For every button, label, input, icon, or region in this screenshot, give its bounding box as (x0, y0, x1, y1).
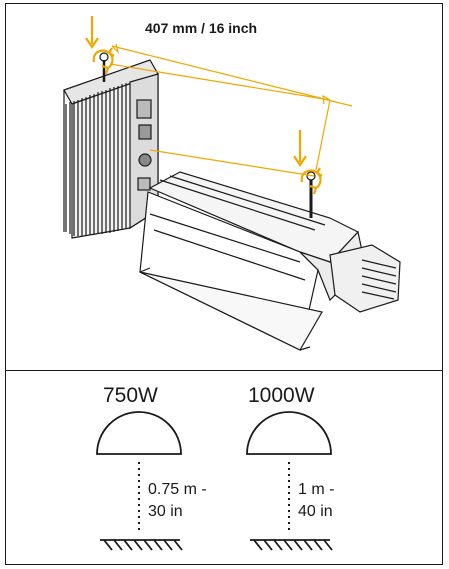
down-arrow-right (293, 130, 307, 167)
floor-hatch-1000 (250, 539, 333, 551)
dimension-label: 407 mm / 16 inch (145, 20, 258, 36)
lift-arrows (85, 16, 323, 195)
wattage-label-750: 750W (103, 384, 158, 407)
panel-divider (5, 370, 443, 371)
rotate-arrow-right (300, 167, 323, 195)
distance-label-1000-line1: 1 m - (298, 481, 335, 498)
rotate-arrow-left (92, 47, 115, 75)
hanger-left (99, 52, 109, 82)
down-arrow-left (85, 16, 99, 49)
floor-hatch-750 (100, 539, 183, 551)
distance-label-1000-line2: 40 in (298, 503, 333, 520)
outer-frame (5, 3, 443, 565)
wattage-label-1000: 1000W (248, 384, 315, 407)
lamp-socket (329, 244, 401, 313)
distance-label-750-line1: 0.75 m - (148, 481, 207, 498)
distance-label-750-line2: 30 in (148, 503, 183, 520)
lamp-dome-1000 (246, 411, 332, 455)
dimension-lines (109, 43, 353, 177)
fixture-illustration (63, 52, 401, 351)
lamp-dome-750 (96, 411, 182, 455)
ballast-housing (63, 59, 159, 239)
